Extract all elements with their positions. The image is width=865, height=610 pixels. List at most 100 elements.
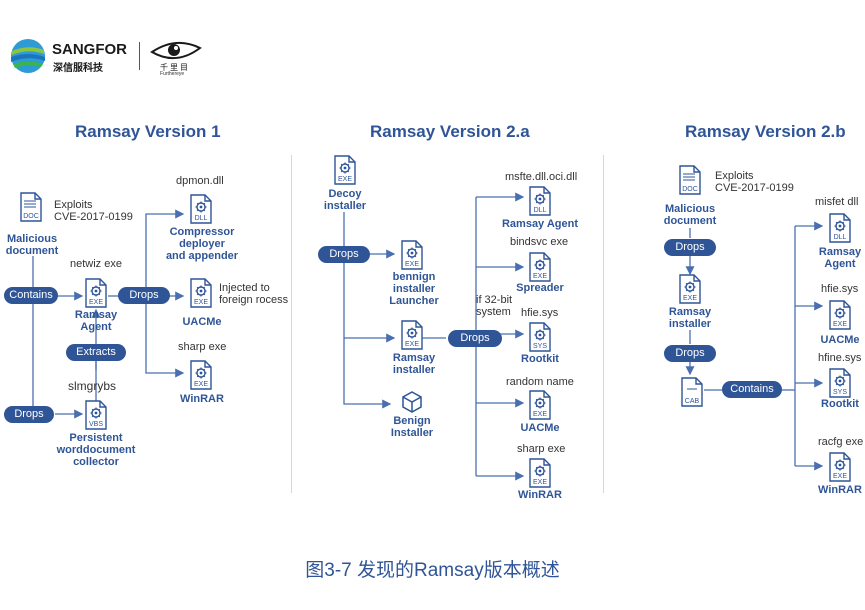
- document-icon: DOC: [19, 192, 43, 222]
- exe-file-icon: EXE: [828, 300, 852, 330]
- v2b-uac-name: UACMe: [820, 334, 860, 346]
- svg-text:EXE: EXE: [89, 299, 103, 306]
- v1-dll-name: Compressor deployer and appender: [165, 226, 239, 262]
- v2a-rar-name: WinRAR: [518, 489, 562, 501]
- exe-file-icon: EXE: [189, 360, 213, 390]
- svg-text:EXE: EXE: [833, 473, 847, 480]
- v1-doc-note: Exploits CVE-2017-0199: [54, 199, 133, 223]
- exe-file-icon: EXE: [828, 452, 852, 482]
- v2a-agent-name: Ramsay Agent: [501, 218, 578, 230]
- v2b-drops-pill-1: Drops: [664, 239, 716, 256]
- sangfor-globe-icon: [11, 39, 45, 73]
- svg-text:EXE: EXE: [533, 479, 547, 486]
- svg-text:EXE: EXE: [833, 321, 847, 328]
- v2b-drops-pill-2: Drops: [664, 345, 716, 362]
- divider-1: [291, 155, 292, 493]
- v1-drops-pill-left: Drops: [4, 406, 54, 423]
- v2a-agent-file: msfte.dll.oci.dll: [505, 171, 578, 183]
- v1-doc-name: Malicious document: [5, 233, 59, 257]
- partner-cn: 千里目: [160, 63, 190, 72]
- svg-text:DLL: DLL: [195, 215, 208, 222]
- brand-name-cn: 深信服科技: [53, 63, 103, 74]
- v2b-rk-name: Rootkit: [821, 398, 859, 410]
- svg-text:EXE: EXE: [194, 381, 208, 388]
- v1-dll-file: dpmon.dll: [176, 175, 224, 187]
- v1-agent-name: Ramsay Agent: [74, 309, 118, 333]
- exe-file-icon: EXE: [528, 390, 552, 420]
- v2b-title: Ramsay Version 2.b: [685, 122, 846, 141]
- exe-file-icon: EXE: [189, 278, 213, 308]
- v2a-uac-name: UACMe: [520, 422, 560, 434]
- vbs-file-icon: VBS: [84, 400, 108, 430]
- v2b-contains-pill: Contains: [722, 381, 782, 398]
- v2b-doc-name: Malicious document: [663, 203, 717, 227]
- svg-text:DOC: DOC: [23, 213, 39, 220]
- v1-title: Ramsay Version 1: [75, 122, 221, 141]
- exe-file-icon: EXE: [528, 458, 552, 488]
- v2b-doc-note: Exploits CVE-2017-0199: [715, 170, 794, 194]
- svg-text:DLL: DLL: [834, 234, 847, 241]
- v2a-drops-pill-2: Drops: [448, 330, 502, 347]
- v1-uac-note: Injected to foreign rocess: [219, 282, 289, 306]
- v2a-inst-name: Ramsay installer: [392, 352, 436, 376]
- v2b-inst-name: Ramsay installer: [668, 306, 712, 330]
- exe-file-icon: EXE: [84, 278, 108, 308]
- v2a-spread-name: Spreader: [516, 282, 564, 294]
- v2a-uac-file: random name: [506, 376, 574, 388]
- exe-file-icon: EXE: [333, 155, 357, 185]
- v1-uac-name: UACMe: [182, 316, 222, 328]
- exe-file-icon: EXE: [400, 240, 424, 270]
- svg-text:EXE: EXE: [405, 261, 419, 268]
- svg-text:SYS: SYS: [533, 343, 547, 350]
- svg-text:EXE: EXE: [405, 341, 419, 348]
- v2a-drops-pill-1: Drops: [318, 246, 370, 263]
- v2a-decoy-name: Decoy installer: [323, 188, 367, 212]
- v2b-rk-file: hfine.sys: [818, 352, 862, 364]
- dll-file-icon: DLL: [189, 194, 213, 224]
- document-icon: DOC: [678, 165, 702, 195]
- furthereye-logo: 千里目 Furthereye: [148, 38, 204, 77]
- v2a-spread-file: bindsvc exe: [510, 236, 569, 248]
- v2b-uac-file: hfie.sys: [821, 283, 859, 295]
- sangfor-logo: [10, 38, 46, 74]
- cab-file-icon: CAB: [680, 377, 704, 407]
- v2b-agent-name: Ramsay Agent: [818, 246, 862, 270]
- svg-text:EXE: EXE: [338, 176, 352, 183]
- svg-text:DLL: DLL: [534, 207, 547, 214]
- exe-file-icon: EXE: [528, 252, 552, 282]
- v2b-agent-file: misfet dll: [815, 196, 859, 208]
- sys-file-icon: SYS: [528, 322, 552, 352]
- v1-agent-file: netwiz exe: [70, 258, 122, 270]
- svg-text:CAB: CAB: [685, 398, 700, 405]
- svg-text:VBS: VBS: [89, 421, 103, 428]
- v1-slm-label: slmgrybs: [68, 379, 117, 393]
- v2a-benign-name: Benign Installer: [390, 415, 434, 439]
- exe-file-icon: EXE: [678, 274, 702, 304]
- v1-extracts-pill: Extracts: [66, 344, 126, 361]
- svg-text:EXE: EXE: [533, 411, 547, 418]
- dll-file-icon: DLL: [528, 186, 552, 216]
- divider-2: [603, 155, 604, 493]
- svg-text:EXE: EXE: [533, 273, 547, 280]
- v2a-rk-name: Rootkit: [521, 353, 559, 365]
- figure-caption: 图3-7 发现的Ramsay版本概述: [305, 560, 560, 581]
- v1-drops-pill-right: Drops: [118, 287, 170, 304]
- v2a-rk-note: if 32-bit system: [476, 294, 513, 318]
- svg-text:EXE: EXE: [194, 299, 208, 306]
- brand-name: SANGFOR: [52, 41, 127, 58]
- v2b-rar-name: WinRAR: [818, 484, 862, 496]
- v2a-rar-file: sharp exe: [517, 443, 566, 455]
- dll-file-icon: DLL: [828, 213, 852, 243]
- v2a-rk-file: hfie.sys: [521, 307, 559, 319]
- sys-file-icon: SYS: [828, 368, 852, 398]
- svg-text:SYS: SYS: [833, 389, 847, 396]
- v1-rar-name: WinRAR: [180, 393, 224, 405]
- v1-rar-file: sharp exe: [178, 341, 227, 353]
- v2b-rar-file: racfg exe: [818, 436, 864, 448]
- v2a-bennign-name: bennign installer Launcher: [389, 271, 439, 307]
- svg-text:DOC: DOC: [682, 186, 698, 193]
- logo-divider: [139, 42, 140, 70]
- cube-icon: [400, 390, 424, 414]
- v2a-title: Ramsay Version 2.a: [370, 122, 530, 141]
- exe-file-icon: EXE: [400, 320, 424, 350]
